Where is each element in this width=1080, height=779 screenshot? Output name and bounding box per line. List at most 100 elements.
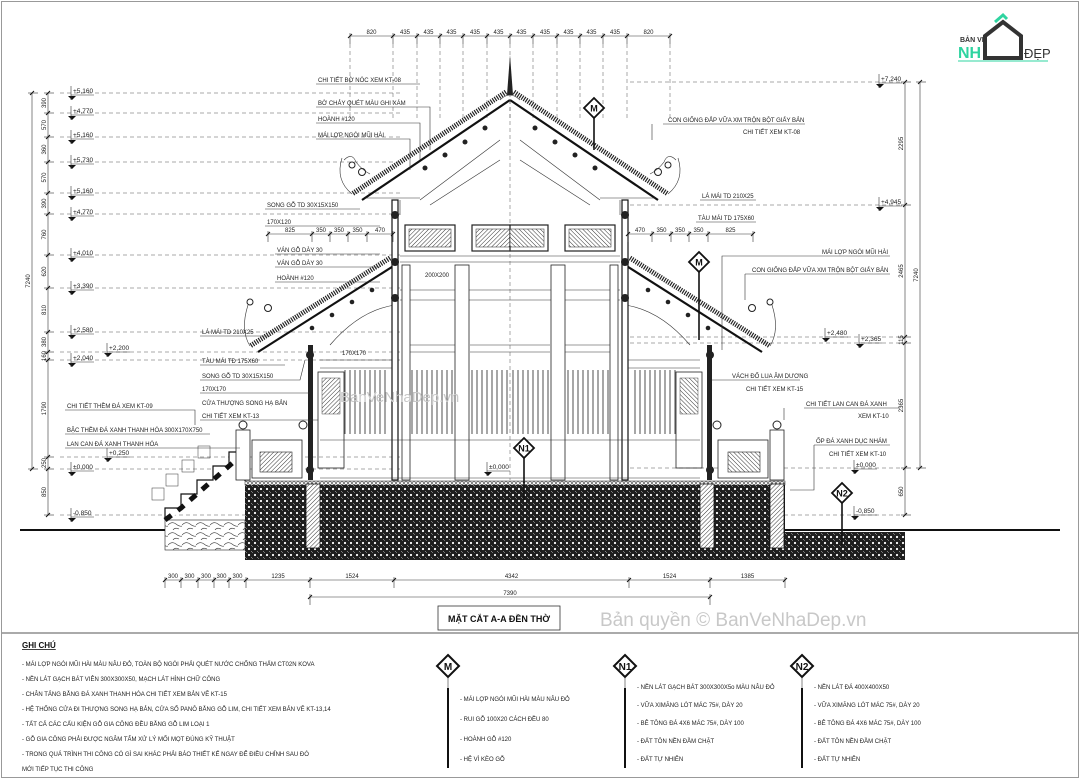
level-marker: +2,580	[68, 325, 94, 339]
dimension-value: 1385	[741, 574, 755, 580]
legend-item: - MÁI LỢP NGÓI MŨI HÀI MÀU NÂU ĐỎ	[460, 696, 570, 703]
annotation: 170X170	[202, 387, 227, 393]
dimension-value: 350	[352, 228, 363, 234]
dimension-value: 2295	[899, 136, 905, 150]
dimension-value: 570	[42, 172, 48, 183]
dimension-value: 760	[42, 229, 48, 240]
svg-text:+7,240: +7,240	[881, 76, 901, 83]
dimension-value: 470	[375, 228, 386, 234]
watermark-center: BanVeNhaDep.vn	[340, 389, 459, 406]
annotation: TÀU MÁI TD 175X60	[698, 215, 755, 222]
note-item: - TRONG QUÁ TRÌNH THI CÔNG CÓ GÌ SAI KHÁ…	[22, 751, 309, 758]
annotation: SONG GỖ TD 30X15X150	[267, 202, 339, 209]
dimension-value: 435	[586, 30, 597, 36]
annotation: BẬC THỀM ĐÁ XANH THANH HÓA 300X170X750	[67, 427, 203, 434]
dimension-value: 2365	[899, 398, 905, 412]
svg-text:GHI CHÚ: GHI CHÚ	[22, 641, 56, 650]
dimension-value: 300	[201, 574, 212, 580]
dimension-value: 435	[516, 30, 527, 36]
annotation: LÁ MÁI TD 210X25	[202, 329, 254, 336]
dimension-value: 4342	[505, 574, 519, 580]
svg-text:NH: NH	[958, 45, 981, 62]
annotation: MÁI LỢP NGÓI MŨI HÀI	[822, 249, 888, 256]
level-marker: +2,365	[856, 334, 882, 348]
dimension-value: 435	[446, 30, 457, 36]
level-marker: +5,160	[68, 86, 94, 100]
dimension-value: 300	[184, 574, 195, 580]
legend-m: M- MÁI LỢP NGÓI MŨI HÀI MÀU NÂU ĐỎ- RUI …	[435, 653, 570, 768]
dimension-value: 350	[334, 228, 345, 234]
dimension-value: 1790	[42, 401, 48, 415]
level-marker: +2,480	[822, 328, 848, 342]
svg-text:-0,850: -0,850	[856, 508, 875, 515]
section-marker-m: M	[582, 96, 606, 150]
svg-text:N1: N1	[619, 662, 632, 673]
level-marker: +5,160	[68, 130, 94, 144]
level-marker: +4,945	[876, 197, 902, 211]
legend-item: - ĐẤT TÔN NỀN ĐẦM CHẶT	[637, 738, 714, 745]
dimension-value: 435	[610, 30, 621, 36]
legend-item: - VỮA XIMĂNG LÓT MÁC 75#, DÀY 20	[637, 702, 743, 709]
note-item: - NỀN LÁT GẠCH BÁT VIÊN 300X300X50, MẠCH…	[22, 675, 221, 683]
svg-text:+2,480: +2,480	[827, 330, 847, 337]
level-marker: +4,770	[68, 106, 94, 120]
svg-text:±0,000: ±0,000	[489, 464, 509, 471]
level-marker: +4,010	[68, 248, 94, 262]
level-marker: +5,730	[68, 155, 94, 169]
legend-item: - VỮA XIMĂNG LÓT MÁC 75#, DÀY 20	[814, 702, 920, 709]
note-item: - MÁI LỢP NGÓI MŨI HÀI MÀU NÂU ĐỎ, TOÀN …	[22, 661, 314, 668]
dimension-value: 435	[400, 30, 411, 36]
annotations: CHI TIẾT BỜ NÓC XEM KT-08 BỜ CHẢY QUÉT M…	[65, 77, 900, 491]
dimension-value: 825	[725, 228, 736, 234]
svg-text:M: M	[695, 258, 703, 268]
note-item: - TẤT CẢ CÁC CẤU KIỆN GỖ GIA CÔNG ĐỀU BẰ…	[22, 720, 210, 728]
svg-text:+2,200: +2,200	[109, 345, 129, 352]
ridge-ornament	[499, 55, 521, 480]
svg-text:+5,160: +5,160	[73, 132, 93, 139]
svg-text:±0,000: ±0,000	[73, 464, 93, 471]
building-left-half	[235, 89, 511, 481]
svg-text:+2,580: +2,580	[73, 327, 93, 334]
level-marker: +7,240	[876, 74, 902, 88]
dimension-value: 300	[216, 574, 227, 580]
level-markers: +5,160+4,770+5,160+5,730+5,160+4,770+4,0…	[68, 74, 902, 522]
annotation: CON GIỐNG ĐẮP VỮA XM TRỘN BỘT GIẤY BẢN	[752, 266, 888, 274]
section-marker-m: M	[687, 250, 711, 340]
dimension-value: 435	[563, 30, 574, 36]
dimension-value: 160	[42, 350, 48, 361]
legend-item: - HOÀNH GỖ #120	[460, 736, 512, 743]
legend-item: - NỀN LÁT GẠCH BÁT 300X300X5o MÀU NÂU ĐỎ	[637, 684, 775, 691]
svg-text:+4,770: +4,770	[73, 108, 93, 115]
note-item: - CHÂN TẢNG BẰNG ĐÁ XANH THANH HÓA CHI T…	[22, 690, 228, 698]
dimension-value: 390	[42, 198, 48, 209]
annotation: CON GIỐNG ĐẮP VỮA XM TRỘN BỘT GIẤY BẢN	[668, 116, 804, 124]
svg-text:M: M	[444, 662, 452, 673]
dimension-value: 820	[643, 30, 654, 36]
note-item: - HỆ THỐNG CỬA ĐI THƯỢNG SONG HẠ BẢN, CỬ…	[22, 705, 331, 713]
legend-item: - ĐẤT TỰ NHIÊN	[637, 755, 683, 763]
svg-text:+0,250: +0,250	[109, 450, 129, 457]
dimension-value: 115	[899, 335, 905, 345]
svg-text:M: M	[590, 104, 598, 114]
dimension-value: 7390	[503, 591, 517, 597]
dimension-value: 1524	[663, 574, 677, 580]
section-marker-n1: N1	[512, 436, 536, 500]
level-marker: +2,200	[104, 343, 130, 357]
annotation: VÁN GỖ DÀY 30	[277, 247, 323, 254]
legend-n2: N2- NỀN LÁT ĐÁ 400X400X50- VỮA XIMĂNG LÓ…	[789, 653, 921, 768]
note-item: - GỖ GIA CÔNG PHẢI ĐƯỢC NGÂM TẨM XỬ LÝ M…	[22, 736, 235, 743]
svg-text:+4,010: +4,010	[73, 250, 93, 257]
level-marker: -0,850	[68, 508, 94, 522]
legend-item: - ĐẤT TÔN NỀN ĐẦM CHẶT	[814, 738, 891, 745]
annotation: CHI TIẾT LAN CAN ĐÁ XANH	[806, 401, 887, 408]
svg-text:+5,730: +5,730	[73, 157, 93, 164]
annotation: VÁCH ĐỐ LUA ÂM DƯƠNG	[732, 373, 809, 380]
legend-item: - BÊ TÔNG ĐÁ 4X6 MÁC 75#, DÀY 100	[814, 719, 921, 727]
annotation: 170X120	[267, 220, 292, 226]
svg-text:+2,365: +2,365	[861, 336, 881, 343]
level-marker: ±0,000	[851, 460, 877, 474]
